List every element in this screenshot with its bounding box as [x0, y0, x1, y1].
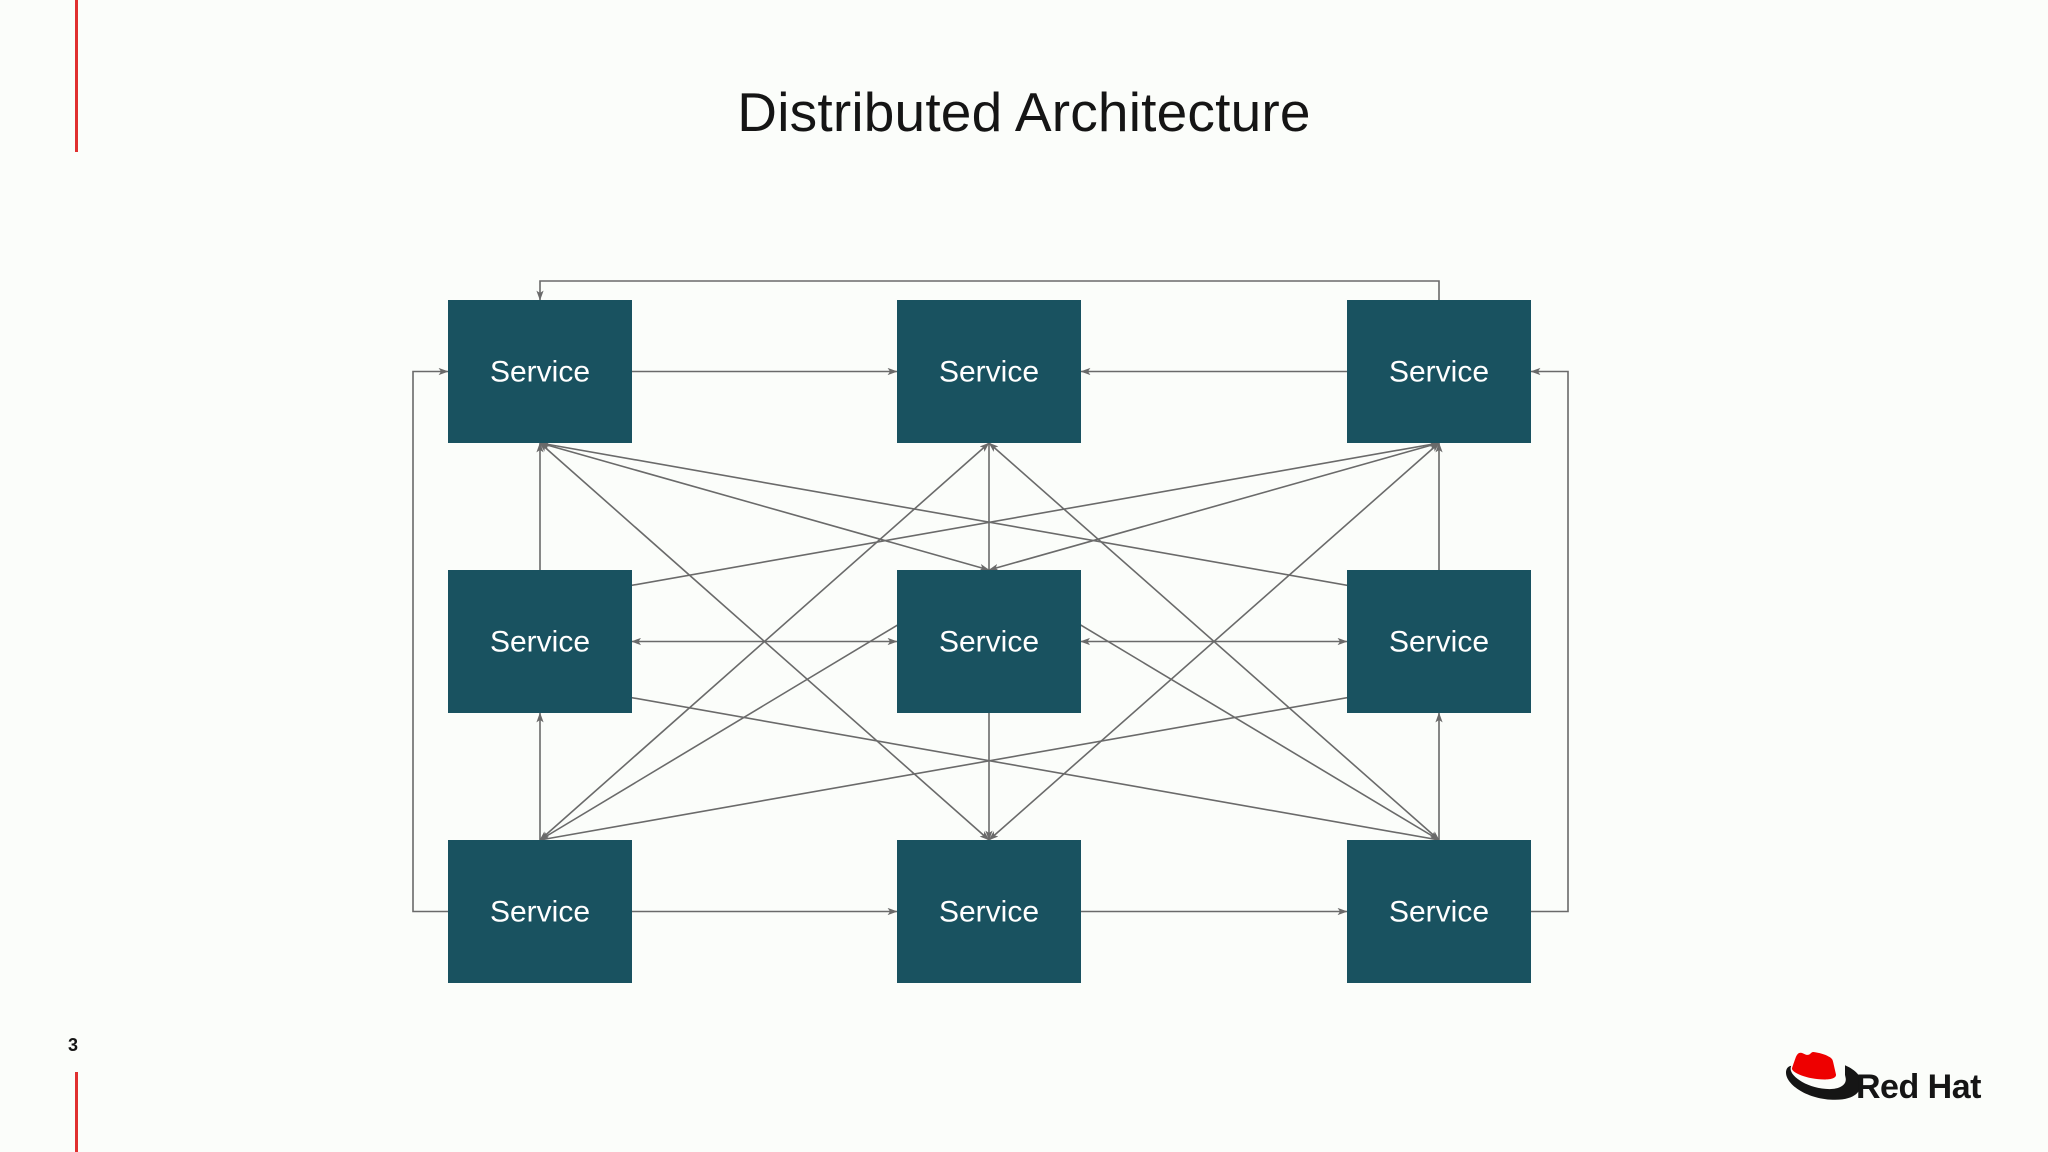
service-node-box[interactable] — [897, 840, 1081, 983]
red-hat-wordmark: Red Hat — [1856, 1068, 1982, 1106]
edge-routed-s33-s13-right — [1530, 367, 1569, 913]
red-hat-fedora-icon — [1786, 1052, 1862, 1100]
service-node-box[interactable] — [897, 300, 1081, 443]
edge-s13-s22 — [988, 441, 1440, 571]
service-node-box[interactable] — [1347, 570, 1531, 713]
page-title: Distributed Architecture — [737, 81, 1311, 143]
edge-routed-s13-s11-top — [536, 280, 1440, 301]
service-node-label: Service — [939, 356, 1039, 389]
service-node-box[interactable] — [1347, 840, 1531, 983]
edge-s11-s22 — [539, 441, 990, 571]
service-node[interactable]: Service — [1347, 840, 1531, 983]
service-node-box[interactable] — [897, 570, 1081, 713]
service-node[interactable]: Service — [1347, 570, 1531, 713]
service-node-box[interactable] — [448, 300, 632, 443]
accent-bar-top — [75, 0, 78, 152]
service-node-label: Service — [1389, 356, 1489, 389]
service-node-label: Service — [490, 626, 590, 659]
service-node-box[interactable] — [1347, 300, 1531, 443]
service-node[interactable]: Service — [448, 570, 632, 713]
service-node[interactable]: Service — [1347, 300, 1531, 443]
red-hat-logo: Red Hat — [1786, 1052, 1986, 1114]
service-node-label: Service — [939, 896, 1039, 929]
service-node-label: Service — [939, 626, 1039, 659]
service-node-label: Service — [1389, 626, 1489, 659]
service-node[interactable]: Service — [448, 300, 632, 443]
edge-s13-diag-a — [539, 442, 1440, 603]
service-node[interactable]: Service — [897, 840, 1081, 983]
service-node[interactable]: Service — [897, 300, 1081, 443]
service-node[interactable]: Service — [897, 570, 1081, 713]
service-node-label: Service — [490, 356, 590, 389]
service-node-box[interactable] — [448, 840, 632, 983]
service-node-label: Service — [490, 896, 590, 929]
accent-bar-bottom — [75, 1072, 78, 1152]
edge-layer — [412, 280, 1569, 916]
service-node-box[interactable] — [448, 570, 632, 713]
service-node-label: Service — [1389, 896, 1489, 929]
edge-routed-s31-s11-left — [412, 367, 449, 913]
edge-s33-diag-a — [539, 680, 1440, 841]
page-number: 3 — [68, 1035, 79, 1055]
service-node[interactable]: Service — [448, 840, 632, 983]
svg-text:Red Hat: Red Hat — [1856, 1068, 1981, 1106]
